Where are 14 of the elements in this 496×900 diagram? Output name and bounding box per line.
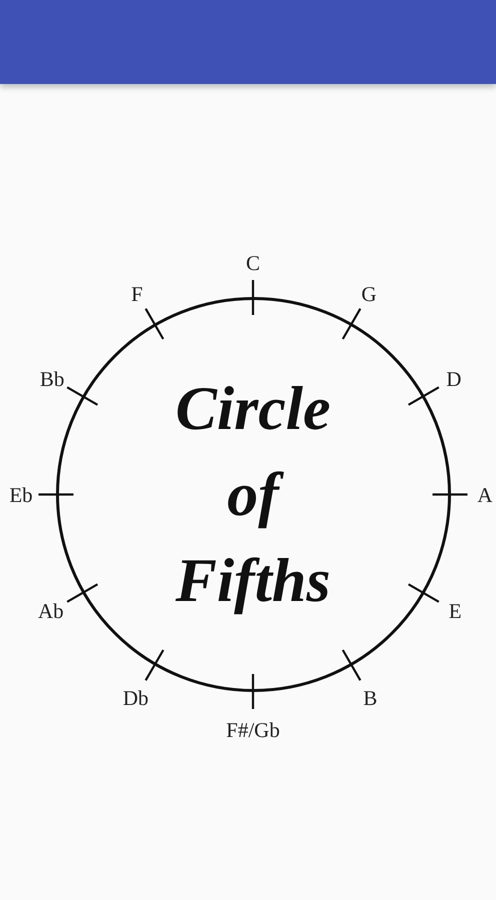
note-label: E (448, 600, 462, 622)
note-label: F#/Gb (226, 718, 280, 740)
note-label: A (477, 484, 493, 506)
note-label: G (361, 282, 377, 305)
app-bar (0, 0, 496, 84)
note-label: Bb (40, 368, 64, 390)
circle-title: Circle of Fifths (175, 374, 331, 616)
note-label: B (363, 686, 378, 709)
note-label: F (131, 282, 143, 305)
note-label: D (446, 368, 462, 390)
note-label: Ab (38, 600, 64, 622)
note-label: Db (122, 686, 149, 709)
note-label: C (246, 252, 260, 274)
note-label: Eb (9, 484, 33, 506)
